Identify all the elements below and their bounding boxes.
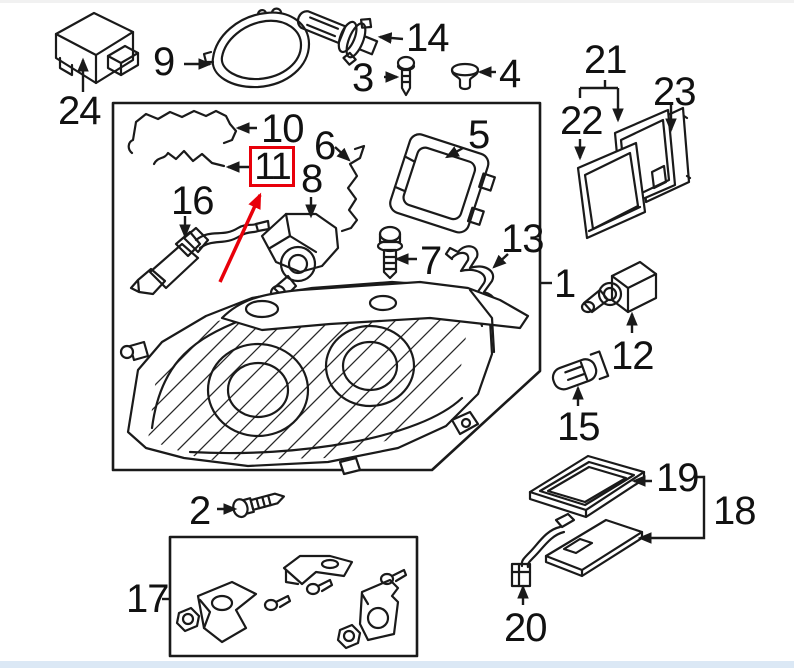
part-10-drawing [127, 109, 238, 155]
highlight-arrow [218, 192, 262, 283]
part-24-drawing [54, 11, 140, 85]
part-12-drawing [580, 260, 658, 314]
part-label-19[interactable]: 19 [656, 456, 699, 500]
part-label-7[interactable]: 7 [420, 239, 442, 283]
part-label-6[interactable]: 6 [314, 124, 336, 168]
part-label-2[interactable]: 2 [189, 489, 211, 533]
part-label-17[interactable]: 17 [126, 577, 169, 621]
part-label-13[interactable]: 13 [501, 217, 544, 261]
part-8-drawing [260, 212, 340, 305]
part-label-20[interactable]: 20 [504, 606, 547, 650]
part-label-5[interactable]: 5 [468, 113, 490, 157]
part-2-drawing [232, 492, 285, 519]
part-9-drawing [202, 7, 311, 89]
part-6-drawing [340, 144, 366, 233]
part-15-drawing [551, 350, 610, 391]
part-17-drawing [175, 554, 408, 650]
part-label-22[interactable]: 22 [560, 99, 603, 143]
part-label-12[interactable]: 12 [611, 334, 654, 378]
part-11-drawing [152, 149, 226, 168]
callout-bracket-21 [578, 80, 618, 98]
part-4-drawing [450, 62, 480, 91]
part-16-drawing [129, 219, 271, 296]
part-7-drawing [376, 225, 404, 280]
callout-arrow-14 [377, 32, 404, 44]
bracket-kit-box [168, 535, 419, 658]
part-3-drawing [396, 55, 416, 97]
part-5-drawing [389, 133, 496, 234]
callout-bracket-18 [637, 475, 706, 544]
part-label-1[interactable]: 1 [554, 262, 576, 306]
callout-arrow-6 [334, 146, 351, 162]
top-edge-strip [0, 0, 794, 3]
part-label-14[interactable]: 14 [406, 16, 449, 60]
part-label-21[interactable]: 21 [584, 38, 627, 82]
part-label-24[interactable]: 24 [58, 89, 101, 133]
part-label-16[interactable]: 16 [171, 179, 214, 223]
assembly-boundary-box [111, 101, 542, 472]
part-20-drawing [510, 512, 576, 588]
part-18-drawing [544, 518, 644, 578]
part-19-drawing [528, 454, 646, 519]
part-1-drawing [119, 280, 530, 476]
bottom-edge-strip [0, 661, 794, 668]
callout-arrow-5 [444, 146, 464, 159]
part-label-10[interactable]: 10 [261, 107, 304, 151]
part-label-8[interactable]: 8 [301, 157, 323, 201]
callout-arrow-13 [492, 253, 509, 269]
part-label-18[interactable]: 18 [713, 489, 756, 533]
part-label-23[interactable]: 23 [653, 70, 696, 114]
highlight-box-part-11[interactable]: 11 [249, 146, 295, 187]
part-label-9[interactable]: 9 [153, 40, 175, 84]
part-14-drawing [296, 10, 379, 66]
part-22-drawing [576, 141, 647, 240]
part-label-15[interactable]: 15 [557, 405, 600, 449]
part-label-11[interactable]: 11 [254, 145, 291, 188]
part-label-3[interactable]: 3 [352, 56, 374, 100]
part-label-4[interactable]: 4 [499, 52, 521, 96]
